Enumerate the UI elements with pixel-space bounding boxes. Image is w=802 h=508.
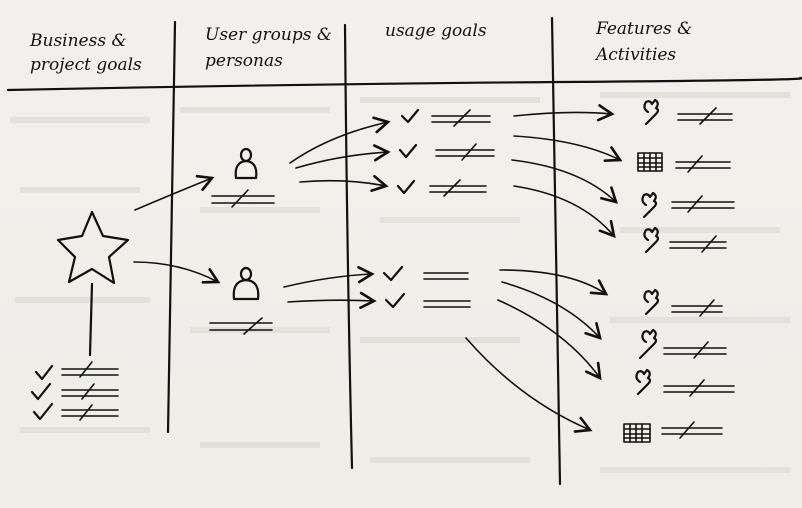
heading-features-line1: Features & (595, 19, 692, 39)
check-icon (32, 402, 54, 421)
list-item (34, 361, 119, 381)
arrow (501, 281, 602, 340)
arrow (289, 116, 391, 164)
check-icon (396, 179, 416, 195)
arrow (133, 261, 221, 284)
check-icon (34, 364, 54, 381)
wrench-icon (643, 98, 660, 126)
arrow (513, 135, 623, 162)
business-goal-star (56, 210, 130, 357)
persona-to-usage-arrows (283, 116, 391, 310)
usage-to-feature-arrows (465, 104, 623, 433)
heading-users-line1: User groups & (205, 25, 332, 45)
heading-business-line1: Business & (29, 31, 127, 51)
arrow (465, 337, 593, 433)
check-icon (400, 108, 420, 124)
arrow (513, 185, 616, 239)
check-icon (382, 265, 404, 282)
check-icon (30, 382, 52, 401)
list-item (641, 191, 735, 219)
wrench-icon (643, 288, 660, 316)
list-item (643, 288, 723, 317)
star-to-persona-arrows (133, 174, 221, 284)
arrow (295, 144, 391, 169)
list-item (635, 368, 735, 397)
business-goal-list (30, 361, 119, 421)
list-item (623, 421, 723, 443)
heading-business-line2: project goals (30, 55, 142, 75)
check-icon (398, 143, 418, 159)
persona-label-scribble (211, 189, 275, 208)
check-icon (384, 292, 406, 309)
wrench-icon (638, 328, 658, 360)
list-item (396, 179, 487, 197)
column-headings: Business & project goals User groups & p… (29, 19, 692, 75)
header-divider (6, 76, 802, 92)
arrow (283, 265, 375, 288)
list-item (398, 143, 495, 161)
arrow (287, 291, 377, 310)
heading-features-line2: Activities (594, 45, 676, 65)
heading-users-line2: personas (205, 51, 283, 71)
calendar-icon (623, 423, 651, 443)
arrow (499, 269, 609, 296)
arrow (511, 159, 618, 204)
list-item (384, 292, 471, 309)
person-icon (234, 147, 258, 180)
column-divider-1 (166, 20, 177, 434)
grid-lines (6, 16, 802, 486)
persona-2 (209, 266, 273, 335)
arrow (134, 174, 215, 211)
features-list (623, 98, 735, 443)
list-item (382, 265, 469, 282)
wrench-icon (635, 368, 652, 396)
list-item (30, 382, 119, 401)
list-item (643, 98, 733, 126)
column-divider-3 (550, 16, 562, 486)
star-icon (56, 210, 130, 285)
list-item (32, 402, 119, 421)
calendar-icon (637, 152, 663, 172)
arrow (513, 104, 615, 122)
list-item (637, 152, 731, 173)
column-divider-2 (343, 23, 354, 470)
wrench-icon (643, 226, 660, 254)
list-item (643, 226, 727, 254)
wrench-icon (641, 191, 658, 219)
list-item (638, 328, 727, 360)
arrow (497, 299, 602, 381)
list-item (400, 108, 491, 127)
persona-1 (211, 147, 275, 208)
usage-goals-group-2 (382, 265, 471, 309)
usage-goals-group-1 (396, 108, 495, 197)
heading-usage-line1: usage goals (385, 21, 487, 41)
arrow (299, 174, 389, 192)
persona-label-scribble (209, 317, 273, 335)
star-connector (88, 282, 94, 357)
person-icon (232, 266, 260, 301)
